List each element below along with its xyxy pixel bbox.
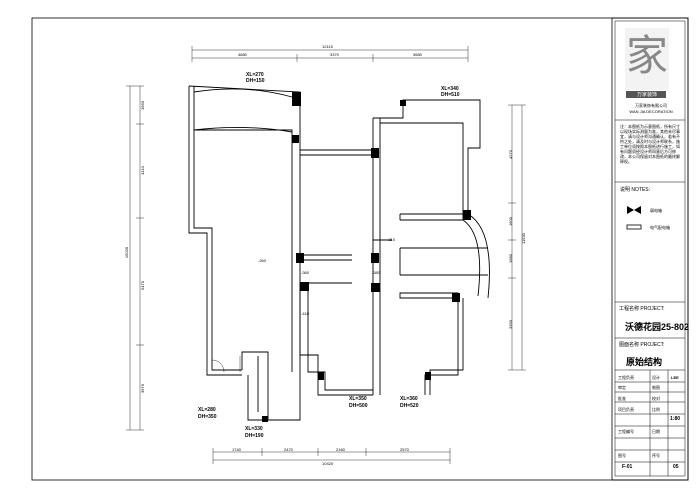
dim-left-seg3: 5470 <box>139 281 145 290</box>
tag-dh190: DH=190 <box>245 433 264 439</box>
legend-label: 说明 NOTES: <box>620 187 651 193</box>
dim-right-overall: 11530 <box>520 233 526 244</box>
tb-scale: 1:80 <box>670 416 681 422</box>
tb-r1b: 设计 <box>652 375 660 380</box>
tag-dh500: DH=500 <box>349 403 368 409</box>
tb-r5a: 工程编号 <box>618 429 634 434</box>
project-label: 工程名称 PROJECT: <box>619 306 665 312</box>
distribution-box-icon <box>626 224 642 230</box>
tb-drawing-no: F-01 <box>622 464 633 470</box>
weak-current-box-icon <box>627 206 641 214</box>
notes-text: 注：本图纸为示意图纸，所有尺寸以现场实际测量为准，其他未尽事宜，请与设计师沟通确… <box>620 124 680 164</box>
tb-sequence-no: 05 <box>673 464 679 470</box>
dim-top-seg3: 3680 <box>413 52 422 57</box>
drawing-label: 图面名称 PROJECT: <box>619 342 665 348</box>
dim-bottom-seg2: 2470 <box>284 447 293 452</box>
dim-bottom-seg3: 2160 <box>336 447 345 452</box>
tag-dh150: DH=150 <box>246 78 265 84</box>
tag-xl270: XL=270 <box>246 72 264 78</box>
dim-right-seg3: 1680 <box>507 254 513 263</box>
tb-r2a: 审定 <box>618 385 626 390</box>
company-name-cn: 万家装饰 <box>636 92 657 98</box>
tag-dh350: DH=350 <box>198 414 217 420</box>
tag-xl340: XL=340 <box>441 86 459 92</box>
level-mark: -360 <box>301 270 310 275</box>
tag-xl360: XL=360 <box>400 396 418 402</box>
project-name: 沃德花园25-802 <box>625 322 690 332</box>
door-swings <box>211 356 241 373</box>
dim-top-seg2: 3370 <box>330 52 339 57</box>
dim-bottom-seg1: 1740 <box>232 447 241 452</box>
tb-r4a: 项目负责 <box>618 407 634 412</box>
tb-r3a: 批准 <box>618 396 626 401</box>
company-line1: 万家装饰有限公司 <box>635 103 667 108</box>
title-block-grid <box>615 119 685 476</box>
company-line2: WAN JIA DECORATION <box>629 109 673 114</box>
level-mark: -380 <box>372 270 381 275</box>
title-block-frame <box>611 17 689 481</box>
tb-r3b: 校对 <box>652 396 660 401</box>
walls <box>188 85 490 421</box>
dim-left-seg1: 1660 <box>139 101 145 110</box>
company-logo: 家 <box>625 28 669 98</box>
tag-xl330: XL=330 <box>245 426 263 432</box>
tb-r5b: 日期 <box>652 429 660 434</box>
tb-r1a: 工程负责 <box>618 375 634 380</box>
dimension-lines <box>126 46 526 464</box>
level-mark: -310 <box>387 237 396 242</box>
tb-r2b: 制图 <box>652 385 660 390</box>
drawing-name: 原始结构 <box>626 357 663 367</box>
svg-text:家: 家 <box>626 31 668 80</box>
dim-right-seg2: 1600 <box>507 217 513 226</box>
level-mark: -260 <box>258 258 267 263</box>
tag-xl350: XL=350 <box>349 396 367 402</box>
structural-columns <box>262 92 471 422</box>
dim-left-overall: 15030 <box>124 246 130 259</box>
legend-distribution: 电气配电箱 <box>650 225 670 230</box>
dim-right-seg4: 3390 <box>507 320 513 329</box>
tag-dh510: DH=510 <box>441 92 460 98</box>
dim-right-seg1: 4270 <box>507 150 513 159</box>
dim-left-seg2: 4110 <box>139 166 145 175</box>
dim-top-overall: 12115 <box>322 44 333 49</box>
legend-weak-current: 弱电箱 <box>650 208 662 213</box>
tag-dh520: DH=520 <box>400 403 419 409</box>
tb-r6a: 图号 <box>618 453 626 458</box>
dim-bottom-seg4: 2570 <box>400 447 409 452</box>
level-mark: -410 <box>301 311 310 316</box>
tb-r1c: LEE <box>671 375 679 380</box>
tb-r4b: 比例 <box>652 407 660 412</box>
tag-xl280: XL=280 <box>198 407 216 413</box>
dim-left-seg4: 3970 <box>139 384 145 393</box>
dim-top-seg1: 4680 <box>238 52 247 57</box>
dim-bottom-overall: 10420 <box>322 461 334 466</box>
sheet-border <box>31 17 689 481</box>
tb-r6b: 序号 <box>652 453 660 458</box>
